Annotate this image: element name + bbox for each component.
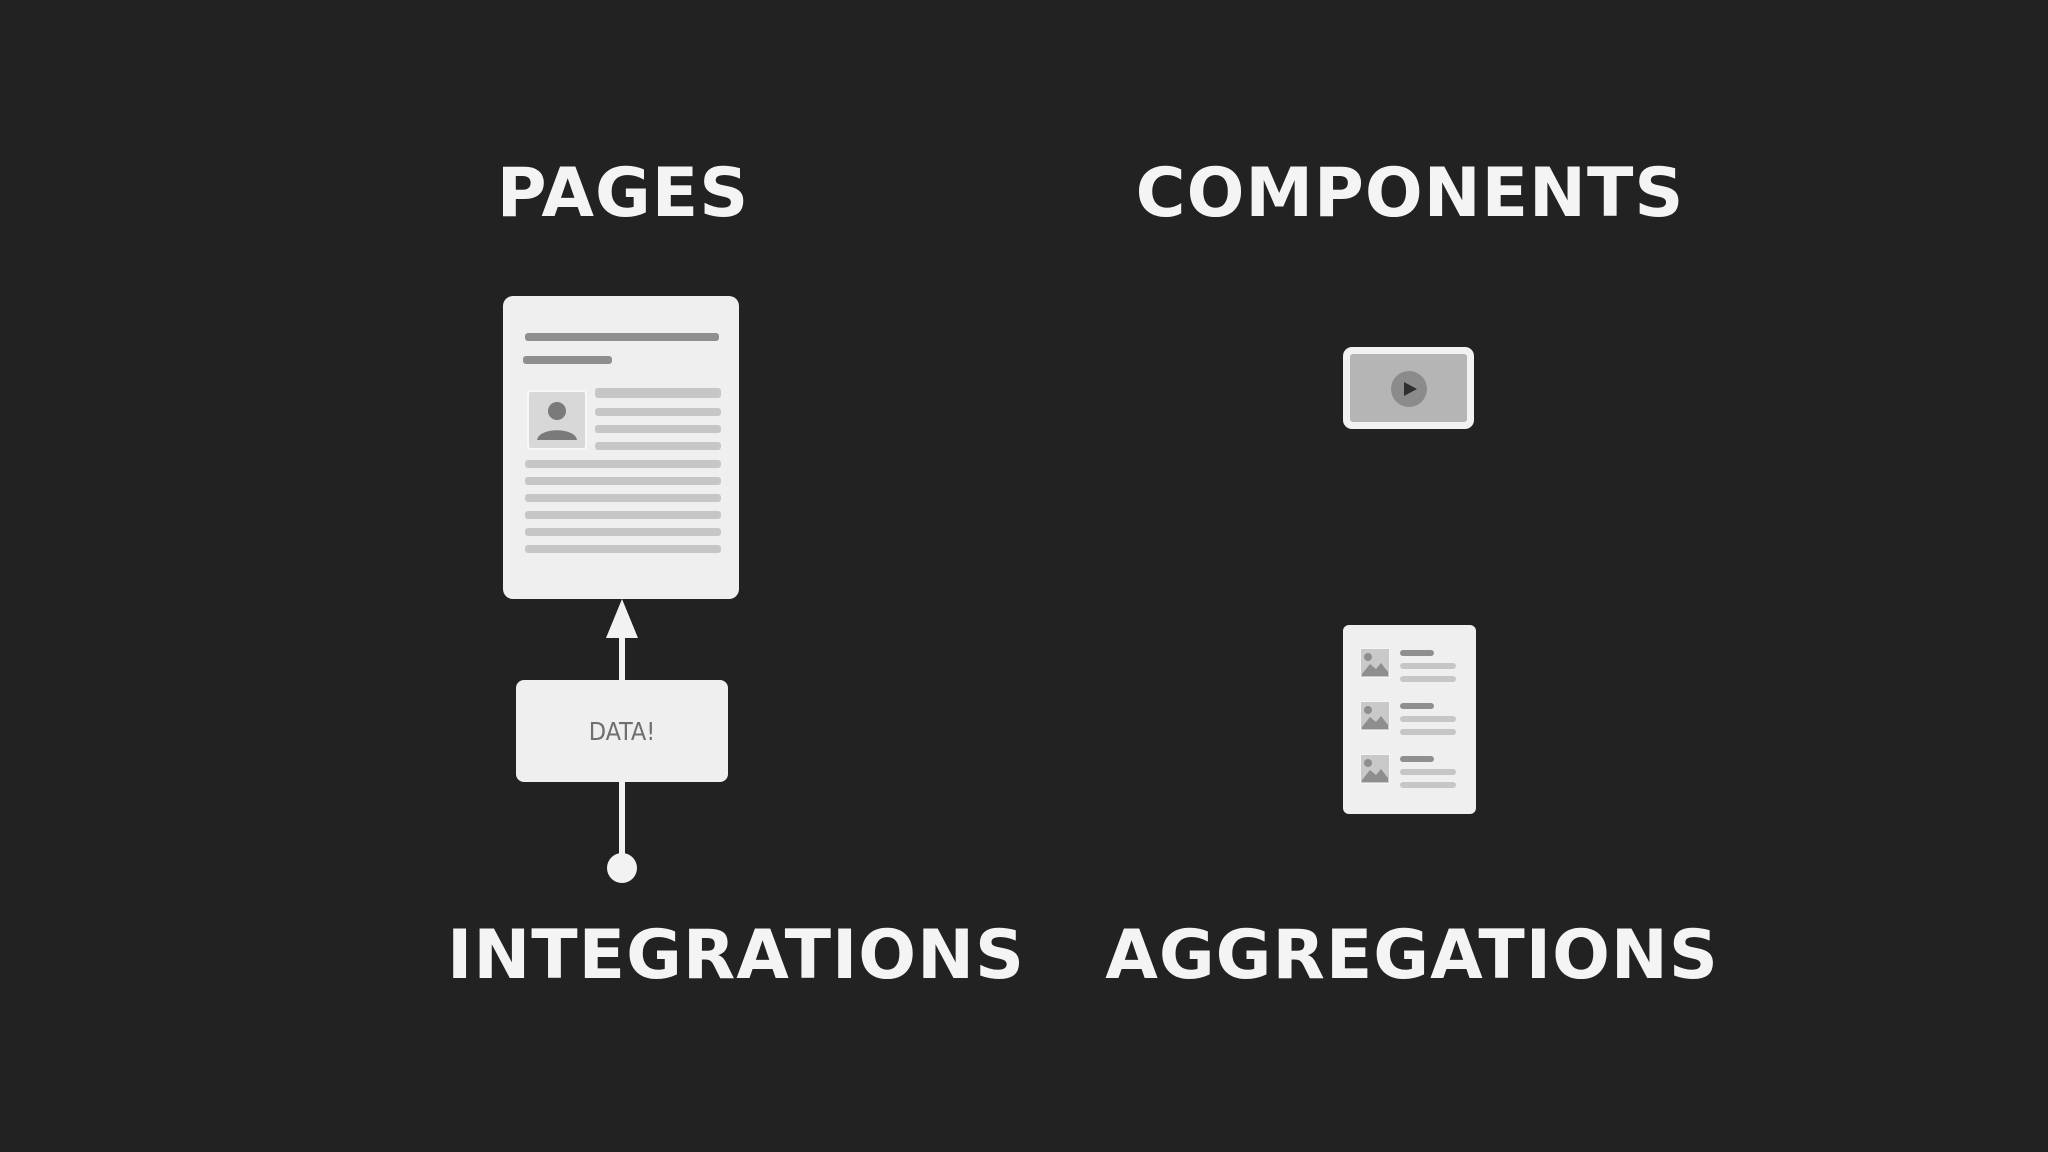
item-text-line (1400, 769, 1456, 775)
item-text-line (1400, 729, 1456, 735)
text-line (525, 511, 721, 519)
image-thumbnail-icon (1360, 701, 1390, 731)
components-heading: COMPONENTS (1135, 154, 1685, 233)
page-subtitle-line (523, 356, 612, 364)
text-line (525, 545, 721, 553)
item-title-line (1400, 703, 1434, 709)
text-line (595, 408, 721, 416)
text-line (595, 388, 721, 398)
video-screen (1350, 354, 1467, 422)
list-item (1343, 754, 1476, 794)
play-icon (1391, 371, 1427, 407)
image-thumbnail-icon (1360, 754, 1390, 784)
list-item (1343, 648, 1476, 688)
data-box: DATA! (516, 680, 728, 782)
integrations-heading: INTEGRATIONS (447, 916, 1025, 995)
image-thumbnail-icon (1360, 648, 1390, 678)
user-avatar-icon (527, 390, 587, 450)
document-page-icon (503, 296, 739, 599)
arrowhead-icon (606, 599, 638, 638)
text-line (595, 442, 721, 450)
aggregations-heading: AGGREGATIONS (1105, 916, 1719, 995)
text-line (525, 460, 721, 468)
text-line (525, 494, 721, 502)
pages-heading: PAGES (496, 154, 750, 233)
list-item (1343, 701, 1476, 741)
item-text-line (1400, 663, 1456, 669)
item-text-line (1400, 676, 1456, 682)
item-title-line (1400, 756, 1434, 762)
text-line (595, 425, 721, 433)
item-title-line (1400, 650, 1434, 656)
text-line (525, 528, 721, 536)
text-line (525, 477, 721, 485)
list-component-icon (1343, 625, 1476, 814)
video-player-icon (1343, 347, 1474, 429)
page-title-line (525, 333, 719, 341)
item-text-line (1400, 716, 1456, 722)
data-label: DATA! (588, 716, 656, 746)
integration-node (607, 853, 637, 883)
item-text-line (1400, 782, 1456, 788)
